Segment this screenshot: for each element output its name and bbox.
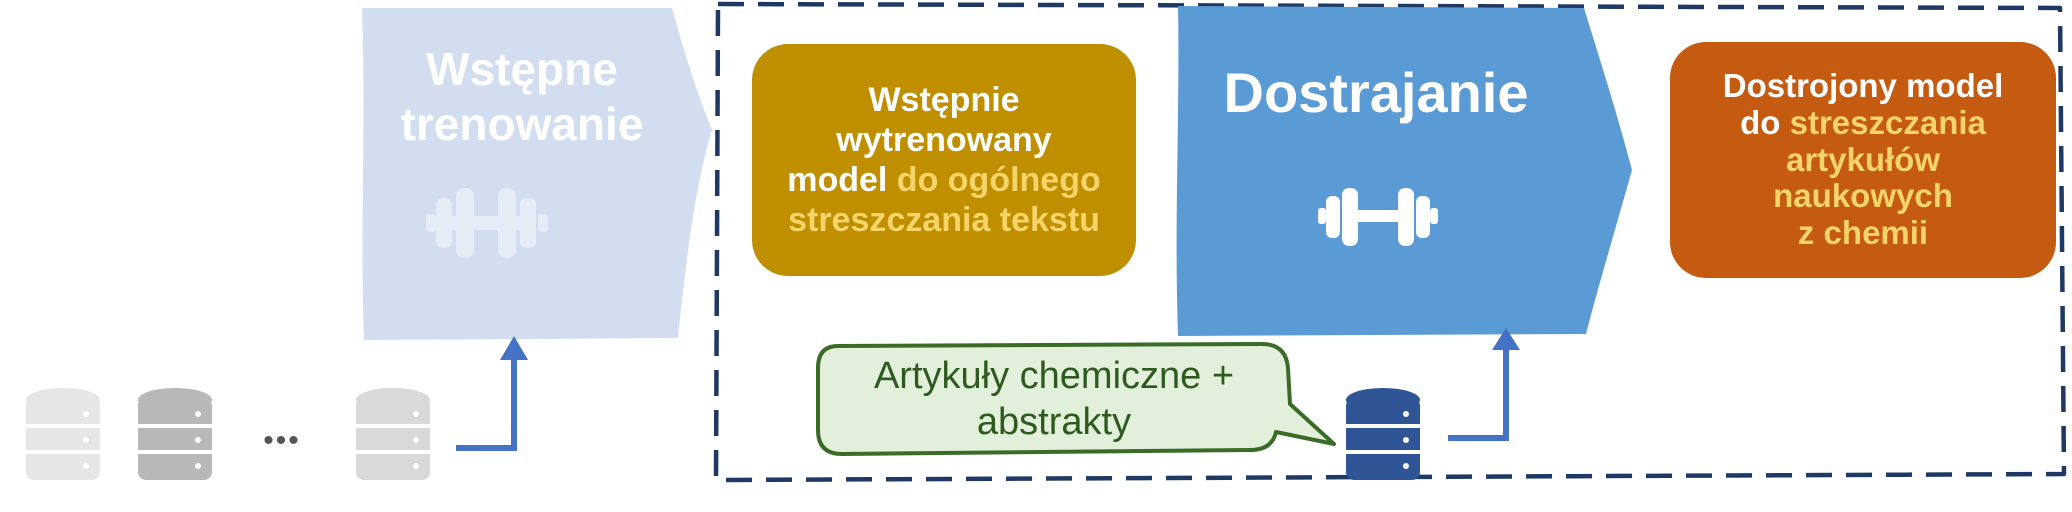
arrow-icon (1448, 328, 1520, 441)
box1-line1: Wstępnie (868, 80, 1020, 119)
ellipsis: ••• (263, 424, 301, 457)
box2-line2-highlight: streszczania (1780, 103, 1986, 141)
box2-line5-highlight: z chemii (1797, 214, 1929, 252)
box2-line2-plain: do (1740, 103, 1781, 141)
fine-tuning-dashed-region (713, 1, 2067, 483)
database-icon (138, 388, 212, 480)
box1-line4-highlight: streszczania tekstu (788, 201, 1100, 240)
box2-line1: Dostrojony model (1722, 66, 2004, 104)
database-icon (356, 388, 430, 480)
callout-line2: abstrakty (976, 400, 1132, 443)
callout-bubble (816, 342, 1336, 456)
pretraining-title-line1: Wstępne (426, 43, 618, 95)
finetuning-title: Dostrajanie (1223, 61, 1529, 124)
box1-line3-highlight: do ogólnego (887, 161, 1101, 199)
dumbbell-icon (426, 188, 548, 258)
box2-line4-highlight: naukowych (1773, 177, 1953, 215)
pretraining-title: Wstępne trenowanie (372, 42, 672, 152)
pretraining-stage-shape (362, 8, 712, 340)
arrow-icon (456, 336, 528, 451)
box1-line3-plain: model (787, 161, 888, 199)
box1-line2: wytrenowany (836, 120, 1052, 159)
database-icon (26, 388, 100, 480)
callout-text: Artykuły chemiczne + abstrakty (824, 354, 1284, 445)
dumbbell-icon (1318, 188, 1438, 246)
callout-line1: Artykuły chemiczne + (873, 355, 1235, 397)
finetuning-stage-shape (1176, 6, 1632, 336)
pretrained-model-box: Wstępnie wytrenowany model do ogólnego s… (752, 44, 1136, 276)
box2-line3-highlight: artykułów (1785, 140, 1941, 178)
finetuned-model-box: Dostrojony model do streszczania artykuł… (1670, 42, 2056, 278)
database-icon (1346, 388, 1420, 480)
pretraining-title-line2: trenowanie (400, 98, 644, 151)
